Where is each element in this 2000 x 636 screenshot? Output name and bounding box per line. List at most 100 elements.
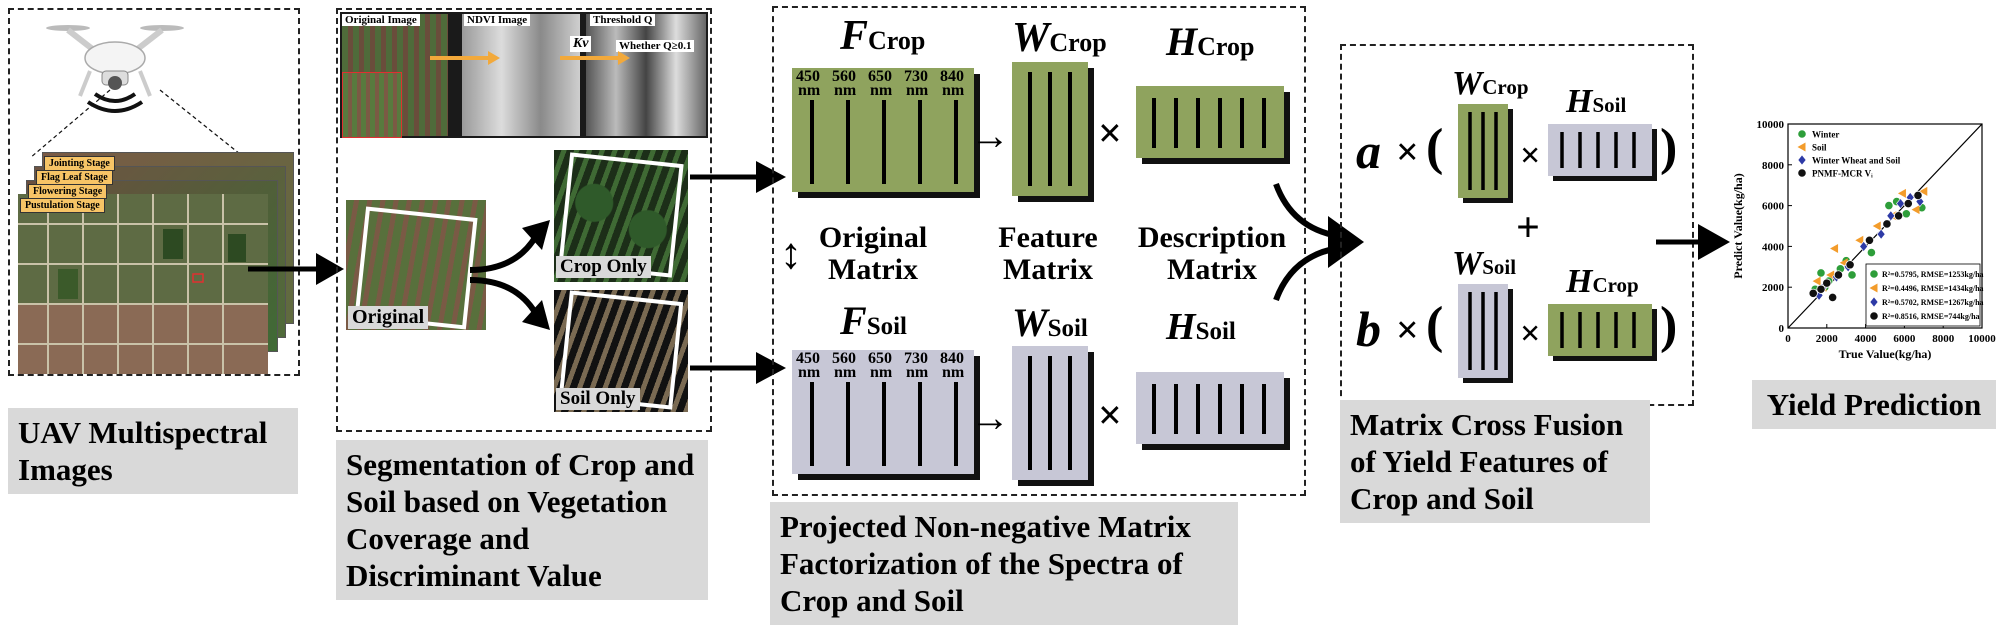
y-tick-label: 4000 bbox=[1762, 241, 1785, 253]
fusion-w-crop-main: W bbox=[1452, 65, 1483, 102]
y-axis-label: Predict Value(kg/ha) bbox=[1732, 173, 1745, 278]
nm-crop-1: nm bbox=[798, 82, 821, 99]
stage-label-flag-leaf: Flag Leaf Stage bbox=[36, 170, 113, 185]
data-point-series-2 bbox=[1896, 198, 1905, 210]
h-soil-symbol: HSoil bbox=[1166, 306, 1236, 353]
original-matrix-label: Original Matrix bbox=[818, 221, 928, 286]
data-point-series-3 bbox=[1845, 260, 1855, 270]
uav-caption: UAV Multispectral Images bbox=[8, 408, 298, 494]
pnmf-caption: Projected Non-negative Matrix Factorizat… bbox=[770, 502, 1238, 625]
fusion-h-crop-symbol: HCrop bbox=[1566, 264, 1639, 303]
nm-crop-5: nm bbox=[942, 82, 965, 99]
label-threshold-q: Threshold Q bbox=[590, 14, 656, 26]
w-crop-main: W bbox=[1012, 15, 1050, 61]
w-soil-matrix bbox=[1012, 346, 1094, 486]
fusion-b: b bbox=[1356, 301, 1381, 357]
fusion-h-soil-matrix bbox=[1548, 124, 1657, 181]
data-point-series-3 bbox=[1816, 284, 1826, 294]
x-axis-label: True Value(kg/ha) bbox=[1839, 347, 1932, 361]
y-tick-label: 0 bbox=[1779, 323, 1785, 335]
nm-crop-4: nm bbox=[906, 82, 929, 99]
fusion-w-soil-matrix bbox=[1458, 284, 1513, 383]
data-point-series-0 bbox=[1866, 247, 1877, 258]
data-point-series-0 bbox=[1847, 270, 1857, 280]
label-original-image: Original Image bbox=[342, 14, 420, 26]
split-arrows bbox=[469, 220, 550, 330]
arrow-fusion-to-yield bbox=[1656, 224, 1730, 260]
stats-marker-1 bbox=[1869, 283, 1878, 293]
data-point-series-2 bbox=[1859, 240, 1869, 252]
data-point-series-2 bbox=[1876, 228, 1886, 240]
x-tick-label: 10000 bbox=[1968, 333, 1996, 345]
fusion-times-a: × bbox=[1396, 129, 1419, 174]
fusion-w-soil-main: W bbox=[1452, 245, 1483, 282]
fusion-w-crop-matrix bbox=[1458, 104, 1513, 203]
wl-soil-650: 650 bbox=[868, 350, 892, 367]
fusion-close-paren-b: ) bbox=[1660, 297, 1678, 354]
f-crop-matrix bbox=[792, 68, 980, 198]
data-point-series-3 bbox=[1882, 219, 1892, 229]
x-tick-label: 0 bbox=[1785, 333, 1791, 345]
yield-caption: Yield Prediction bbox=[1752, 380, 1996, 429]
fusion-close-paren-a: ) bbox=[1660, 119, 1678, 176]
fusion-open-paren-b: ( bbox=[1426, 297, 1444, 354]
data-point-series-3 bbox=[1828, 292, 1838, 302]
stats-marker-0 bbox=[1869, 269, 1879, 279]
h-soil-matrix bbox=[1136, 372, 1290, 450]
fusion-caption: Matrix Cross Fusion of Yield Features of… bbox=[1340, 400, 1650, 523]
wl-soil-840: 840 bbox=[940, 350, 964, 367]
segmentation-panel bbox=[336, 8, 712, 432]
fusion-a: a bbox=[1356, 123, 1381, 179]
fusion-w-crop-symbol: WCrop bbox=[1452, 66, 1529, 105]
arrow-soil-to-fsoil bbox=[690, 352, 786, 384]
data-point-series-3 bbox=[1833, 270, 1844, 280]
description-matrix-label: Description Matrix bbox=[1137, 221, 1287, 286]
fusion-times-b: × bbox=[1396, 307, 1419, 352]
w-crop-symbol: WCrop bbox=[1012, 16, 1107, 65]
field-image bbox=[18, 194, 268, 374]
label-whether-q: Whether Q≥0.1 bbox=[616, 40, 695, 52]
legend-label-0: Winter bbox=[1812, 130, 1839, 140]
x-tick-label: 6000 bbox=[1893, 333, 1916, 345]
times-soil: × bbox=[1098, 393, 1122, 439]
stage-label-pustulation: Pustulation Stage bbox=[20, 198, 105, 213]
nm-soil-2: nm bbox=[834, 364, 857, 381]
fusion-w-crop-sub: Crop bbox=[1482, 75, 1529, 99]
x-tick-label: 4000 bbox=[1855, 333, 1878, 345]
w-soil-sub: Soil bbox=[1047, 315, 1088, 342]
arrow-crop-to-fcrop bbox=[690, 161, 786, 193]
fusion-h-crop-matrix bbox=[1548, 304, 1657, 361]
threshold-image-thumb bbox=[586, 14, 706, 136]
original-label: Original bbox=[348, 306, 429, 329]
w-soil-symbol: WSoil bbox=[1012, 302, 1088, 350]
fusion-times-inner-b: × bbox=[1520, 313, 1541, 353]
legend-marker-2 bbox=[1797, 154, 1807, 166]
ndvi-image-thumb bbox=[462, 14, 580, 136]
pnmf-panel bbox=[772, 6, 1306, 496]
stage-label-jointing: Jointing Stage bbox=[44, 156, 115, 171]
data-point-series-1 bbox=[1911, 205, 1920, 215]
data-point-series-1 bbox=[1812, 276, 1821, 286]
h-crop-main: H bbox=[1166, 19, 1198, 64]
f-crop-wavelengths: 450 560 650 730 840 nm nm nm nm nm bbox=[792, 68, 974, 100]
h-crop-matrix bbox=[1136, 86, 1290, 164]
f-soil-main: F bbox=[840, 298, 867, 343]
f-soil-wavelengths: 450 560 650 730 840 nm nm nm nm nm bbox=[792, 350, 974, 382]
original-image-zoom bbox=[342, 72, 402, 138]
stats-box bbox=[1865, 263, 1981, 327]
f-crop-sub: Crop bbox=[868, 26, 926, 55]
data-point-series-1 bbox=[1830, 243, 1839, 253]
data-point-series-1 bbox=[1872, 221, 1881, 231]
legend-marker-1 bbox=[1797, 142, 1806, 152]
updown-arrow-icon: ↕ bbox=[780, 229, 802, 278]
wl-crop-560: 560 bbox=[832, 68, 856, 85]
nm-soil-3: nm bbox=[870, 364, 893, 381]
f-soil-matrix bbox=[792, 350, 980, 480]
fusion-h-crop-sub: Crop bbox=[1592, 273, 1639, 297]
data-point-series-3 bbox=[1893, 211, 1904, 221]
legend-label-3: PNMF-MCR Vᵢ bbox=[1812, 169, 1873, 179]
h-crop-sub: Crop bbox=[1197, 32, 1255, 61]
y-tick-label: 6000 bbox=[1762, 201, 1785, 213]
data-point-series-0 bbox=[1884, 201, 1894, 211]
